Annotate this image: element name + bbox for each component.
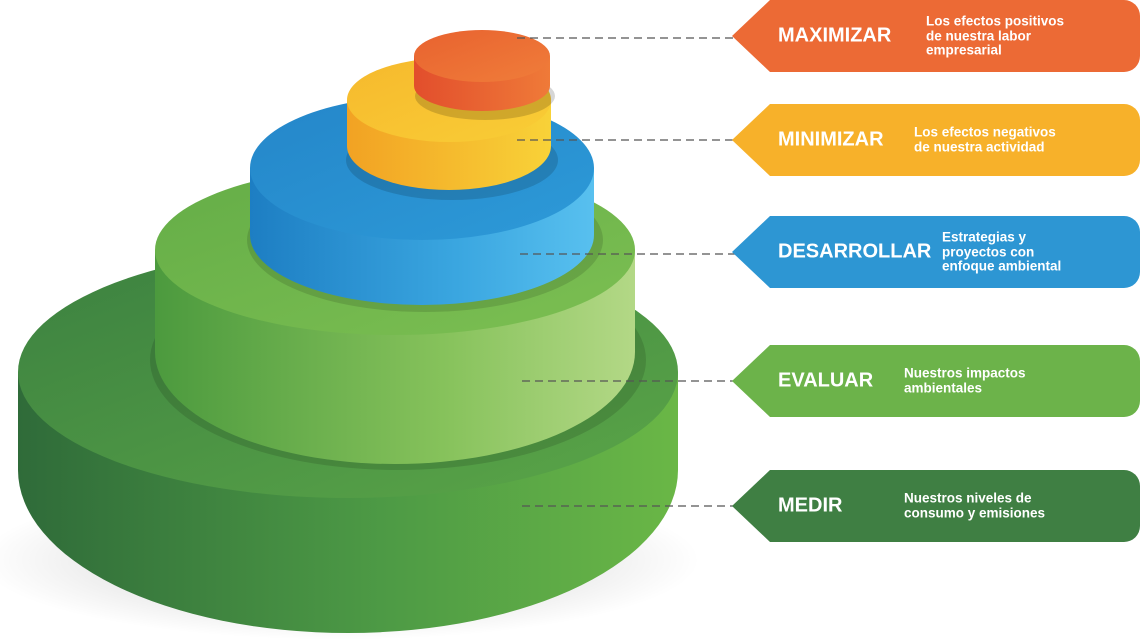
- callout-description-desarrollar: Estrategias y proyectos con enfoque ambi…: [942, 229, 1062, 274]
- callout-title-medir: MEDIR: [778, 494, 843, 517]
- callout-maximizar: MAXIMIZAR Los efectos positivos de nuest…: [732, 0, 1140, 72]
- callout-description-maximizar: Los efectos positivos de nuestra labor e…: [926, 13, 1065, 58]
- callout-description-minimizar: Los efectos negativos de nuestra activid…: [914, 124, 1056, 154]
- callout-title-maximizar: MAXIMIZAR: [778, 24, 892, 47]
- callout-medir: MEDIR Nuestros niveles de consumo y emis…: [732, 470, 1140, 542]
- callout-description-medir: Nuestros niveles de consumo y emisiones: [904, 490, 1046, 520]
- disc-minimizar: [346, 58, 558, 200]
- callout-title-evaluar: EVALUAR: [778, 369, 874, 392]
- callout-title-desarrollar: DESARROLLAR: [778, 240, 932, 263]
- callout-minimizar: MINIMIZAR Los efectos negativos de nuest…: [732, 104, 1140, 176]
- callout-description-evaluar: Nuestros impactos ambientales: [904, 365, 1026, 395]
- callout-evaluar: EVALUAR Nuestros impactos ambientales: [732, 345, 1140, 417]
- callout-desarrollar: DESARROLLAR Estrategias y proyectos con …: [732, 216, 1140, 288]
- callout-title-minimizar: MINIMIZAR: [778, 128, 884, 151]
- disc-maximizar: [414, 30, 555, 120]
